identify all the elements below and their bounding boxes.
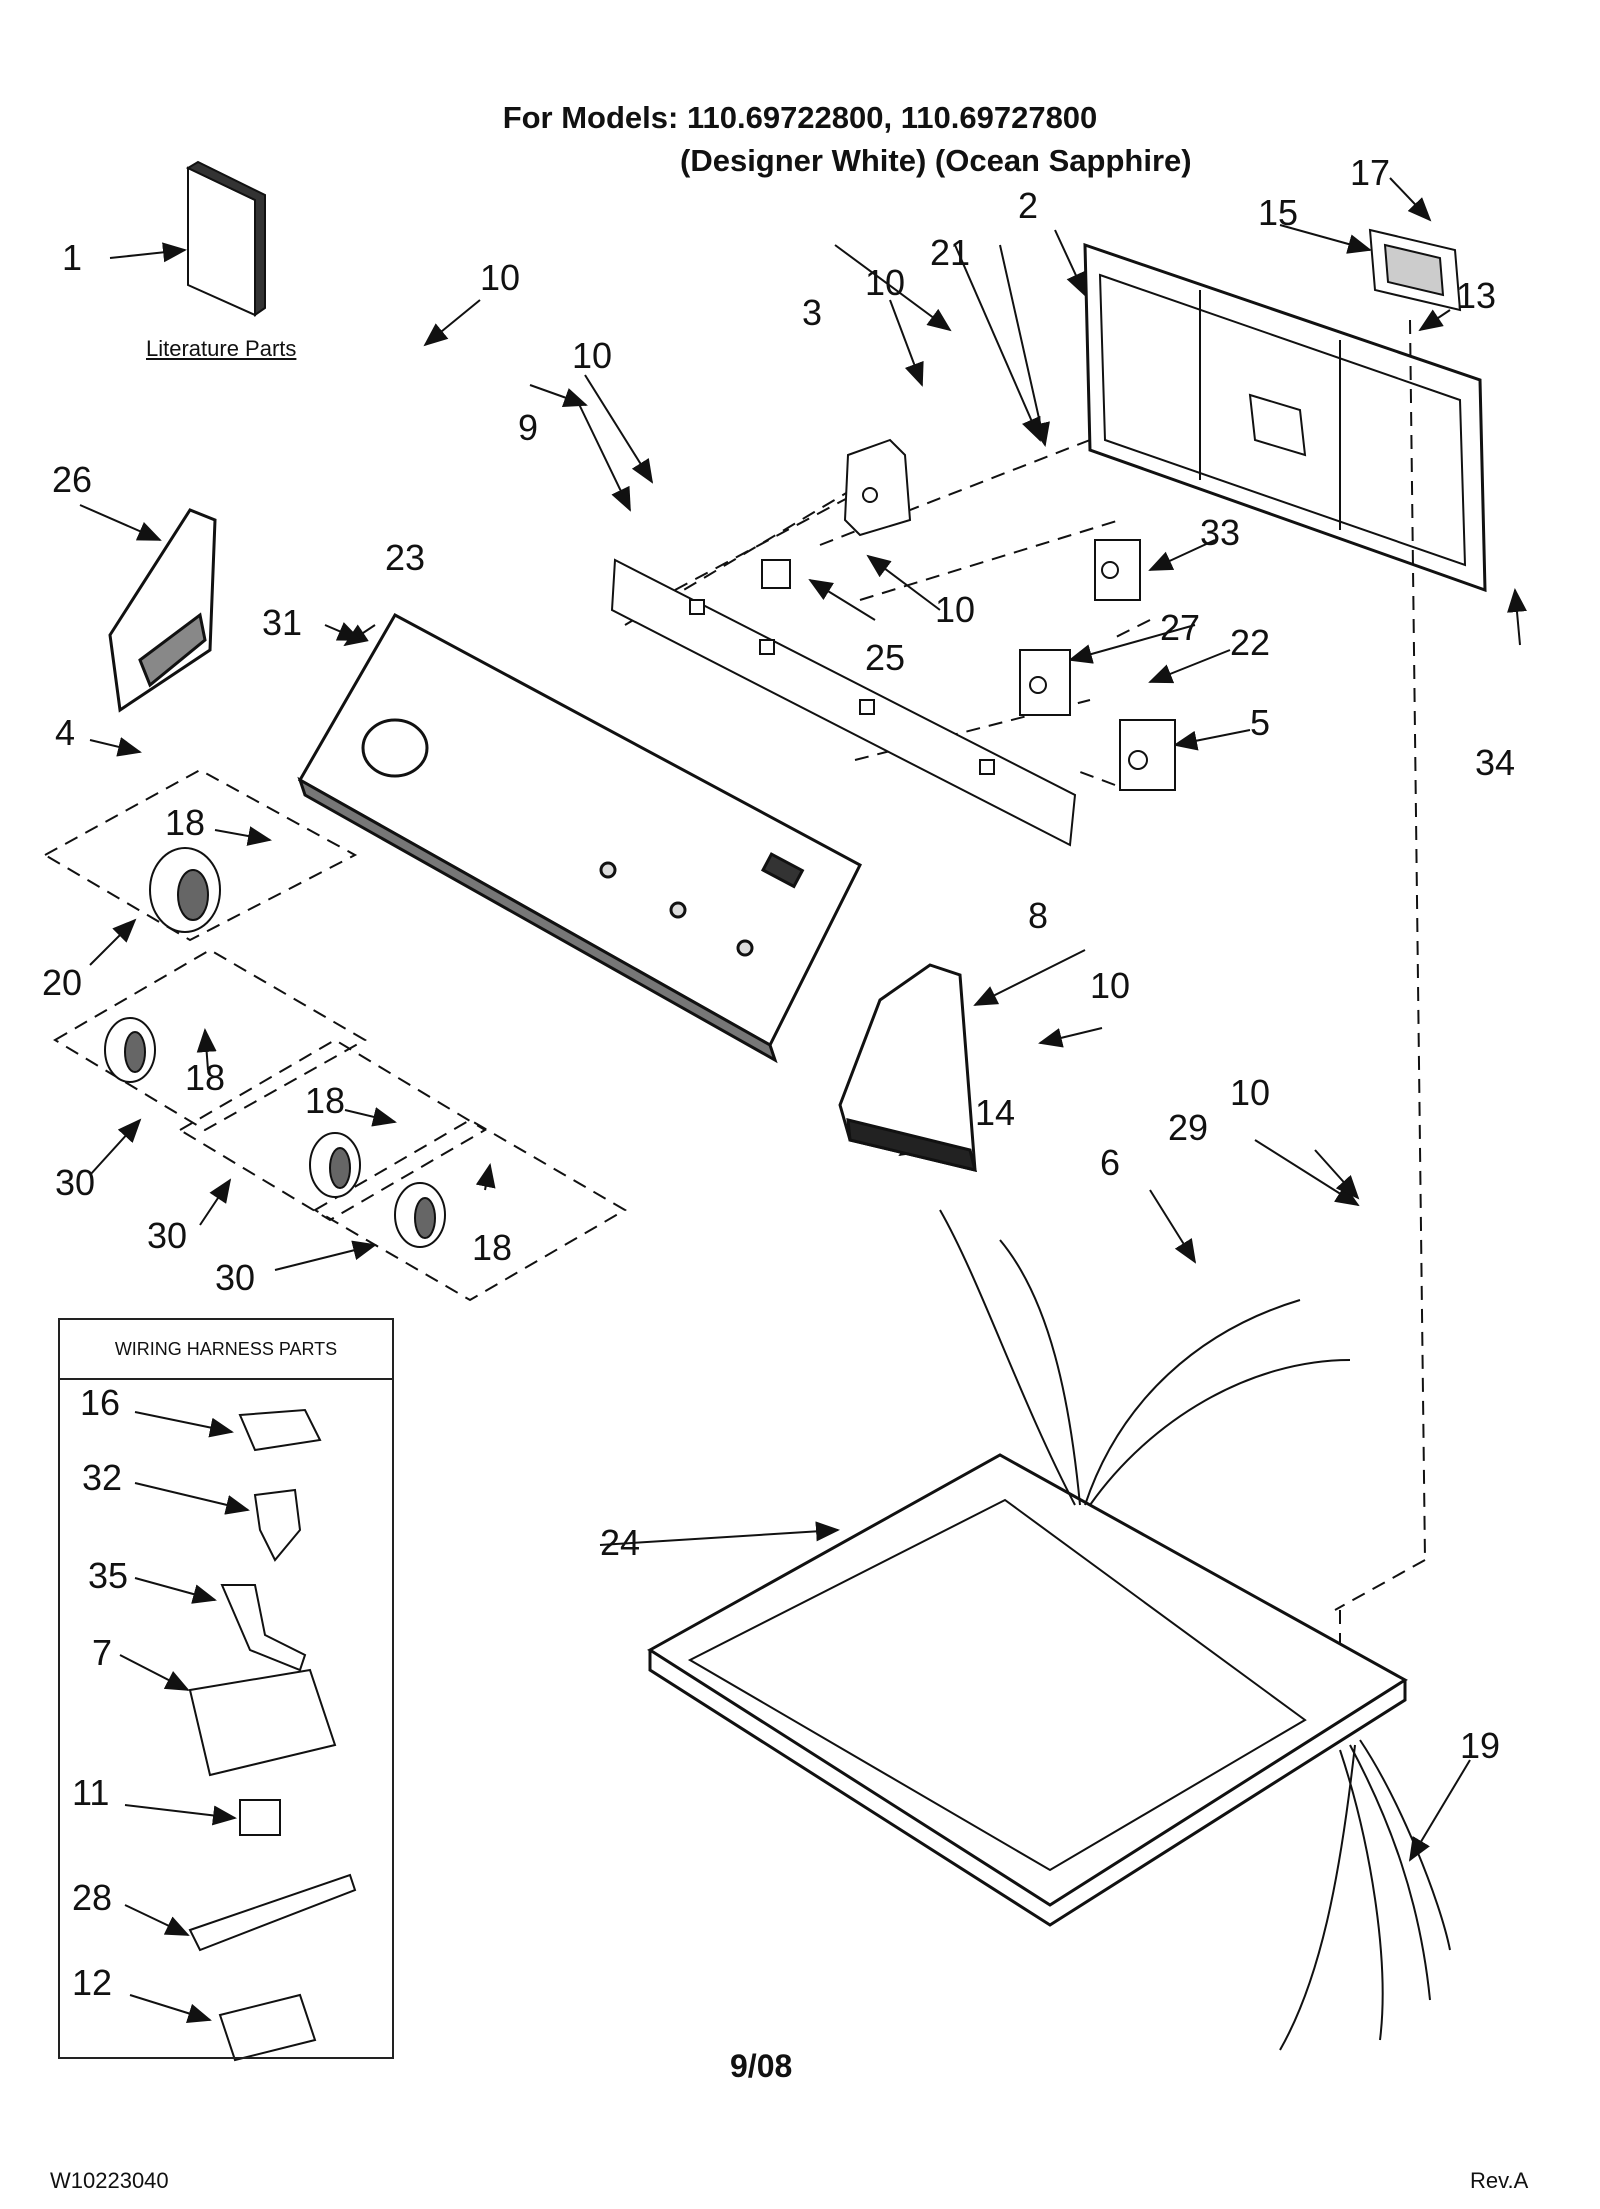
top-panel	[647, 1453, 1408, 1927]
callout-10-b: 10	[572, 335, 613, 376]
callout-17: 17	[1350, 152, 1391, 193]
revision-date: 9/08	[730, 2048, 793, 2084]
callout-32: 32	[82, 1457, 123, 1498]
callout-19: 19	[1460, 1725, 1501, 1766]
end-cap-right	[838, 963, 978, 1173]
callout-28: 28	[72, 1877, 113, 1918]
callout-35: 35	[88, 1555, 129, 1596]
part-16-shape	[238, 1408, 322, 1452]
callout-10-a: 10	[480, 257, 521, 298]
knob-30-b	[309, 1132, 361, 1198]
callout-5: 5	[1250, 702, 1271, 743]
callout-20: 20	[42, 962, 83, 1003]
callout-18-c: 18	[305, 1080, 346, 1121]
callout-30-a: 30	[55, 1162, 96, 1203]
literature-booklet	[185, 160, 266, 317]
knob-20	[149, 847, 221, 933]
timer-3	[843, 438, 912, 537]
callout-31: 31	[262, 602, 303, 643]
models-header: For Models: 110.69722800, 110.69727800	[502, 100, 1098, 135]
wiring-harness-box: WIRING HARNESS PARTS	[58, 1318, 394, 2059]
callout-10-c: 10	[865, 262, 906, 303]
callout-8: 8	[1028, 895, 1049, 936]
callout-27: 27	[1160, 607, 1201, 648]
callout-18-a: 18	[165, 802, 206, 843]
callout-3: 3	[802, 292, 823, 333]
callout-12: 12	[72, 1962, 113, 2003]
end-cap-left	[108, 508, 217, 713]
part-32-shape	[253, 1488, 302, 1562]
bracket-15	[1368, 228, 1462, 312]
revision-label: Rev.A	[1470, 2168, 1529, 2193]
document-number: W10223040	[50, 2168, 169, 2193]
callout-23: 23	[385, 537, 426, 578]
callout-14: 14	[975, 1092, 1016, 1133]
switch-27	[1019, 649, 1071, 716]
callout-15: 15	[1258, 192, 1299, 233]
callout-6: 6	[1100, 1142, 1121, 1183]
literature-parts-label: Literature Parts	[146, 336, 297, 361]
callout-29: 29	[1168, 1107, 1209, 1148]
knob-20-frame	[42, 768, 358, 942]
models-subheader: (Designer White) (Ocean Sapphire)	[680, 143, 1192, 178]
callout-13: 13	[1456, 275, 1497, 316]
wire-harness-19	[1279, 1739, 1451, 2051]
rear-panel-frame	[1083, 242, 1487, 593]
wire-bundle	[939, 1209, 1351, 1506]
callout-18-d: 18	[472, 1227, 513, 1268]
callout-33: 33	[1200, 512, 1241, 553]
part-11-shape	[239, 1799, 281, 1836]
callout-18-b: 18	[185, 1057, 226, 1098]
callout-24: 24	[600, 1522, 641, 1563]
control-bracket	[610, 558, 1077, 847]
callout-34: 34	[1475, 742, 1516, 783]
knob-30-c	[394, 1182, 446, 1248]
callout-1: 1	[62, 237, 83, 278]
callout-30-b: 30	[147, 1215, 188, 1256]
callout-2: 2	[1018, 185, 1039, 226]
switch-33	[1094, 539, 1141, 601]
callout-10-f: 10	[1230, 1072, 1271, 1113]
callout-9: 9	[518, 407, 539, 448]
callout-10-d: 10	[935, 589, 976, 630]
part-28-shape	[188, 1873, 357, 1952]
callout-21: 21	[930, 232, 971, 273]
bracket-25	[761, 559, 791, 589]
leader-1	[109, 242, 187, 263]
switch-5	[1119, 719, 1176, 791]
callout-4: 4	[55, 712, 76, 753]
part-35-shape	[220, 1584, 307, 1672]
part-7-shape	[188, 1668, 337, 1777]
knob-30-a	[104, 1017, 156, 1083]
callout-10-e: 10	[1090, 965, 1131, 1006]
console-panel	[297, 612, 862, 1064]
callout-25: 25	[865, 637, 906, 678]
callout-22: 22	[1230, 622, 1271, 663]
callout-7: 7	[92, 1632, 113, 1673]
callout-11: 11	[72, 1772, 110, 1813]
callout-16: 16	[80, 1382, 121, 1423]
wiring-harness-title: WIRING HARNESS PARTS	[60, 1320, 392, 1380]
callout-30-c: 30	[215, 1257, 256, 1298]
callout-26: 26	[52, 459, 93, 500]
part-12-shape	[218, 1993, 317, 2062]
